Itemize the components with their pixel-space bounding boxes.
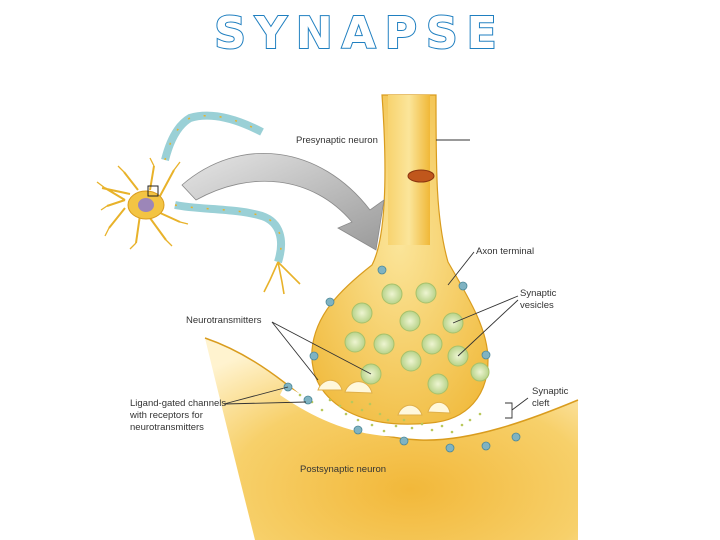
upper-axon [161,111,264,162]
label-ligand-2: with receptors for [129,410,203,421]
label-postsynaptic-neuron: Postsynaptic neuron [300,464,386,475]
label-neurotransmitters: Neurotransmitters [186,315,262,326]
terminal-bulges [317,379,451,416]
label-synaptic-cleft-1: Synaptic [532,386,569,397]
lower-axon [174,201,301,295]
label-presynaptic-neuron: Presynaptic neuron [296,135,378,146]
page-title: SYNAPSE [213,7,506,60]
label-ligand-3: neurotransmitters [130,422,204,433]
label-synaptic-vesicles-1: Synaptic [520,288,557,299]
label-ligand-1: Ligand-gated channels [130,398,226,409]
zoom-arrow [181,153,385,251]
presynaptic-receptors [309,265,491,361]
neurotransmitter-dots [298,393,482,434]
axon-cut-end [407,169,435,183]
label-synaptic-vesicles-2: vesicles [520,300,554,311]
synaptic-cleft [280,385,525,437]
leader-lines [223,139,529,419]
label-synaptic-cleft-2: cleft [532,398,550,409]
postsynaptic-neuron [205,338,578,540]
neuron-cell-body [96,157,189,250]
label-axon-terminal: Axon terminal [476,246,534,257]
